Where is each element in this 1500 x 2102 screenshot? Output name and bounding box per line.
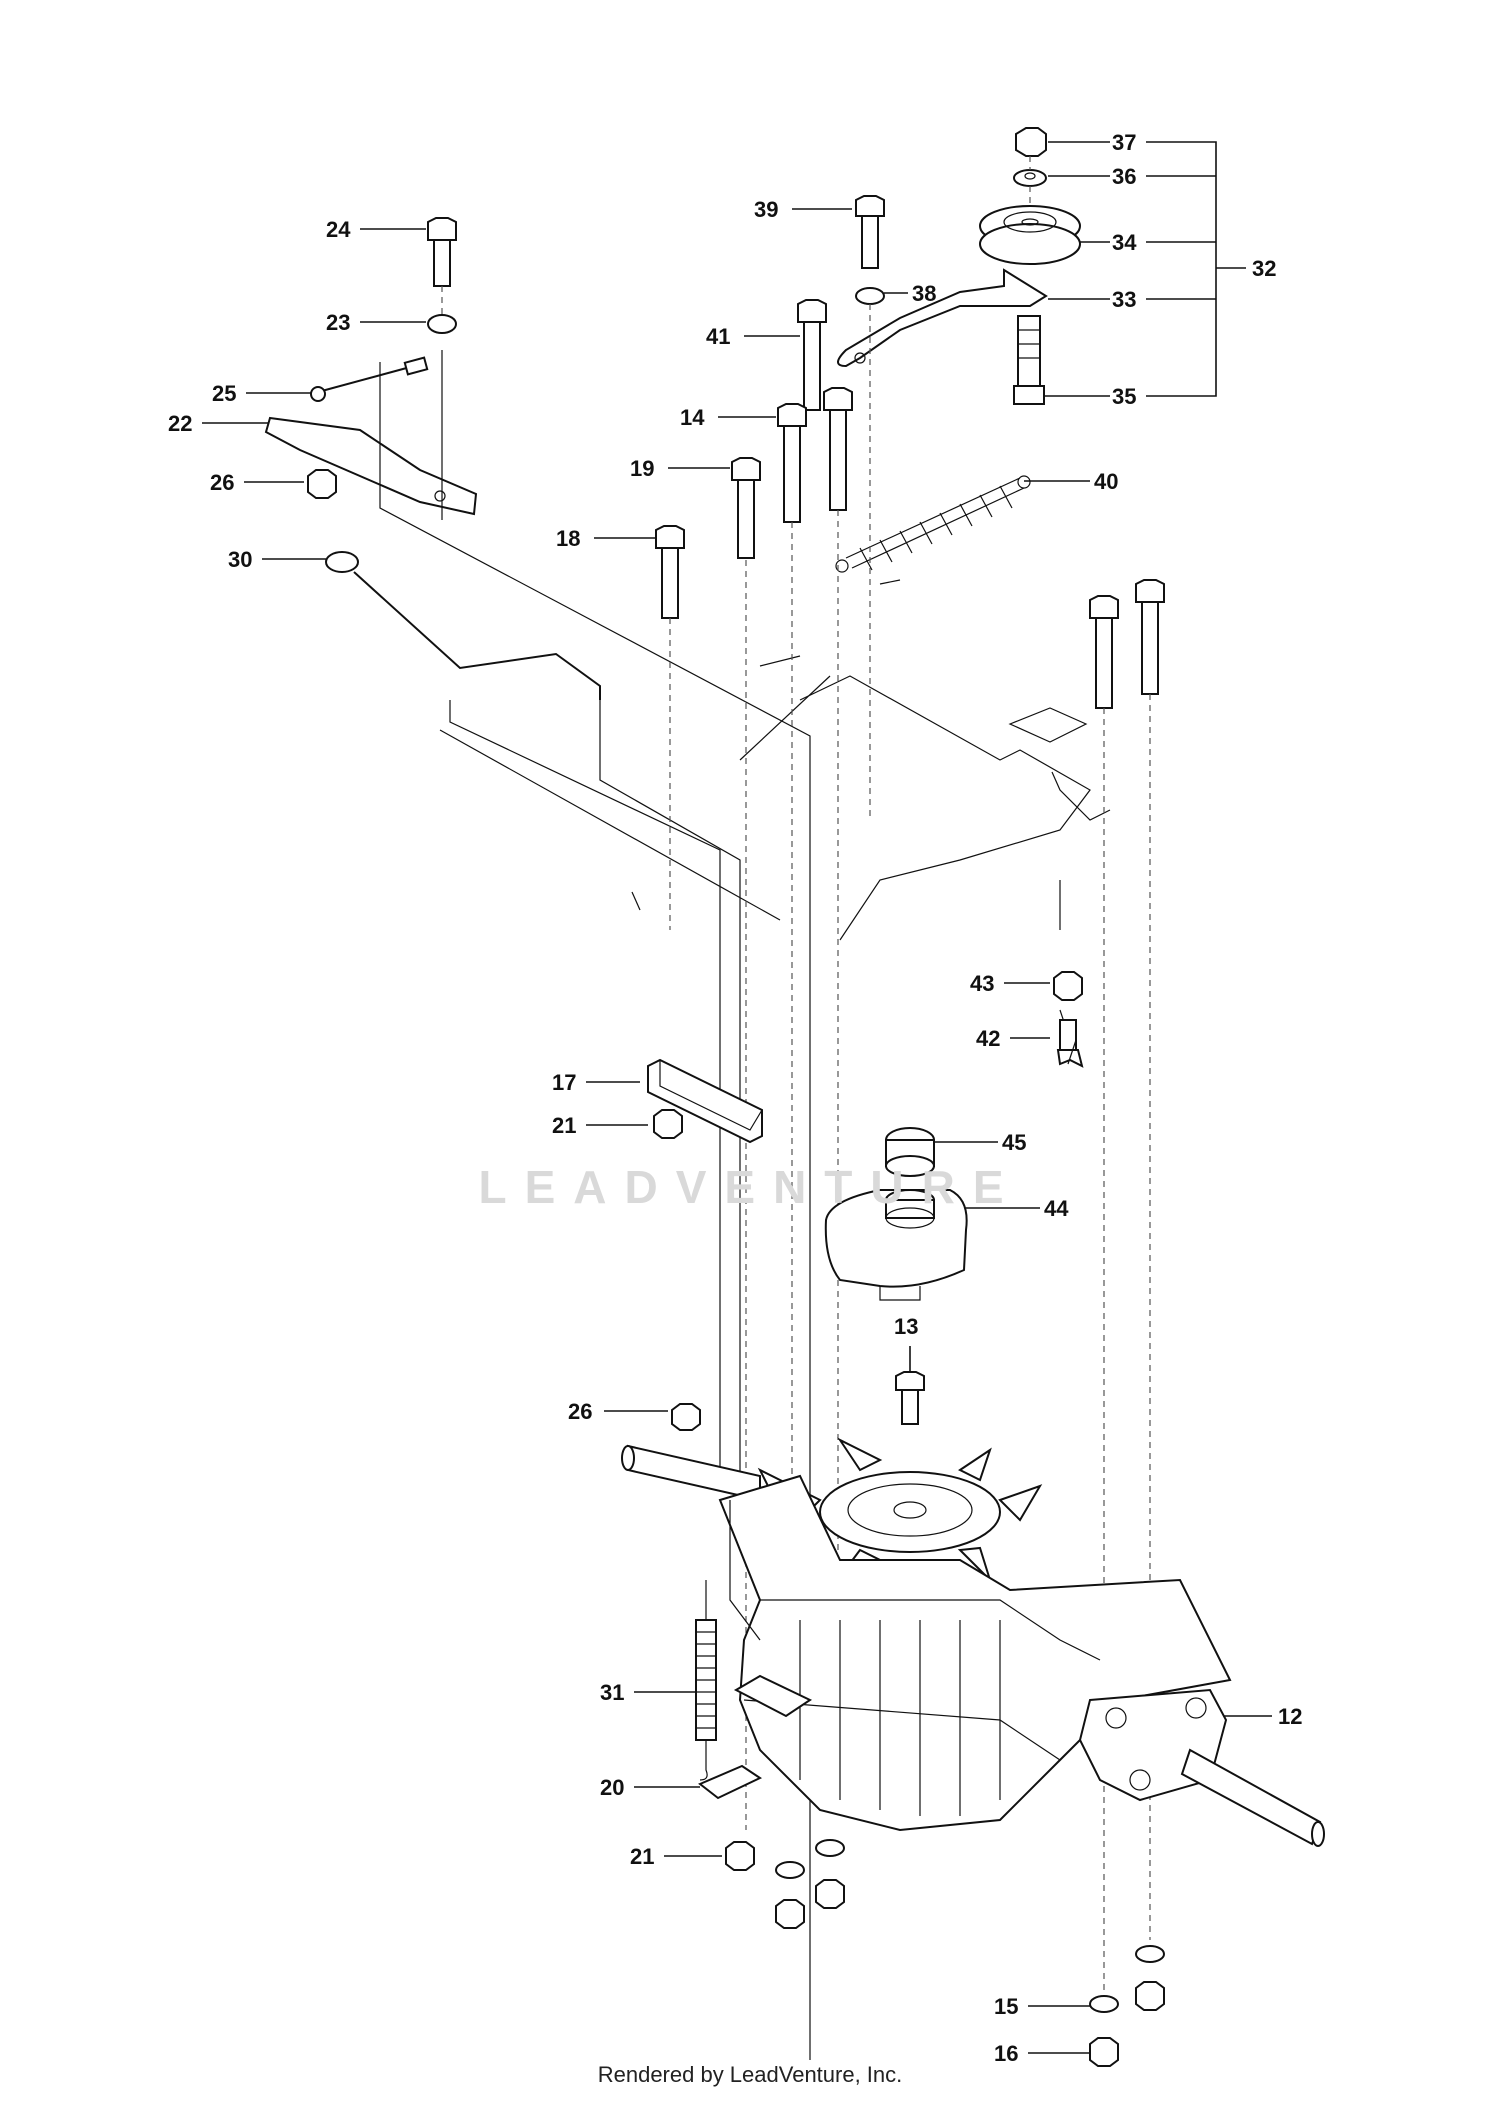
- callout-22[interactable]: 22: [168, 411, 192, 436]
- small-parts-42-43: [1053, 971, 1084, 1068]
- callout-21b[interactable]: 21: [630, 1844, 654, 1869]
- callout-18[interactable]: 18: [556, 526, 580, 551]
- callout-23[interactable]: 23: [326, 310, 350, 335]
- bolt-24: [427, 217, 457, 241]
- bolt-14: [777, 403, 807, 427]
- callout-34[interactable]: 34: [1112, 230, 1137, 255]
- callout-21[interactable]: 21: [552, 1113, 576, 1138]
- callout-25[interactable]: 25: [212, 381, 236, 406]
- nut-21: [653, 1109, 683, 1139]
- callout-31[interactable]: 31: [600, 1680, 624, 1705]
- spring-40: [835, 475, 1031, 573]
- reservoir-44: [824, 1127, 968, 1301]
- washer-15: [1089, 1995, 1119, 2013]
- callout-26[interactable]: 26: [210, 470, 234, 495]
- spring-31: [695, 1580, 763, 1800]
- rod-30-loop: [325, 551, 359, 573]
- transmission-unit: [621, 1371, 1325, 1847]
- callout-14[interactable]: 14: [680, 405, 705, 430]
- bolt-13: [895, 1371, 925, 1391]
- callout-38[interactable]: 38: [912, 281, 936, 306]
- bolt-long-left: [1089, 595, 1119, 619]
- callout-17[interactable]: 17: [552, 1070, 576, 1095]
- bolt-long-right: [1135, 579, 1165, 603]
- callout-16[interactable]: 16: [994, 2041, 1018, 2066]
- callout-35[interactable]: 35: [1112, 384, 1136, 409]
- callout-20[interactable]: 20: [600, 1775, 624, 1800]
- nut-43: [1053, 971, 1083, 1001]
- callout-33[interactable]: 33: [1112, 287, 1136, 312]
- washer-23: [427, 314, 457, 334]
- callout-39[interactable]: 39: [754, 197, 778, 222]
- callout-36[interactable]: 36: [1112, 164, 1136, 189]
- washer-38: [855, 287, 885, 305]
- upper-bolts: [427, 195, 1165, 709]
- nut-37: [1015, 127, 1047, 157]
- callout-26b[interactable]: 26: [568, 1399, 592, 1424]
- callout-15[interactable]: 15: [994, 1994, 1018, 2019]
- lower-hardware: [725, 1839, 1165, 2067]
- nut-26-axle: [671, 1403, 701, 1431]
- callout-24[interactable]: 24: [326, 217, 351, 242]
- nut-26: [307, 469, 337, 499]
- rod-30: [353, 571, 601, 700]
- callout-32[interactable]: 32: [1252, 256, 1276, 281]
- callout-19[interactable]: 19: [630, 456, 654, 481]
- callout-30[interactable]: 30: [228, 547, 252, 572]
- callout-41[interactable]: 41: [706, 324, 730, 349]
- plate-20: [698, 1764, 763, 1800]
- axle-right: [1180, 1748, 1322, 1846]
- idler-pulley-assembly: [837, 127, 1081, 405]
- left-linkage: [264, 350, 811, 2060]
- callout-45[interactable]: 45: [1002, 1130, 1026, 1155]
- bolt-39: [855, 195, 885, 217]
- nut-21-lower: [725, 1841, 755, 1871]
- bolt-41: [797, 299, 827, 323]
- chassis-outline: [439, 579, 1111, 1041]
- bolt-19: [731, 457, 761, 481]
- callout-13[interactable]: 13: [894, 1314, 918, 1339]
- idler-arm-33: [837, 268, 1048, 368]
- callout-labels: 37 36 34 32 33 35 39 38 41 14 19 40 18 2…: [168, 130, 1302, 2066]
- callout-40[interactable]: 40: [1094, 469, 1118, 494]
- footer-credit: Rendered by LeadVenture, Inc.: [597, 2062, 903, 2087]
- lever-22: [264, 416, 478, 516]
- callout-44[interactable]: 44: [1044, 1196, 1069, 1221]
- callout-42[interactable]: 42: [976, 1026, 1000, 1051]
- bolt-18: [655, 525, 685, 549]
- control-rod-25: [317, 365, 415, 393]
- nut-16: [1089, 2037, 1119, 2067]
- callout-12[interactable]: 12: [1278, 1704, 1302, 1729]
- bracket-17: [647, 1058, 763, 1144]
- leader-lines: [202, 141, 1272, 2054]
- callout-43[interactable]: 43: [970, 971, 994, 996]
- callout-37[interactable]: 37: [1112, 130, 1136, 155]
